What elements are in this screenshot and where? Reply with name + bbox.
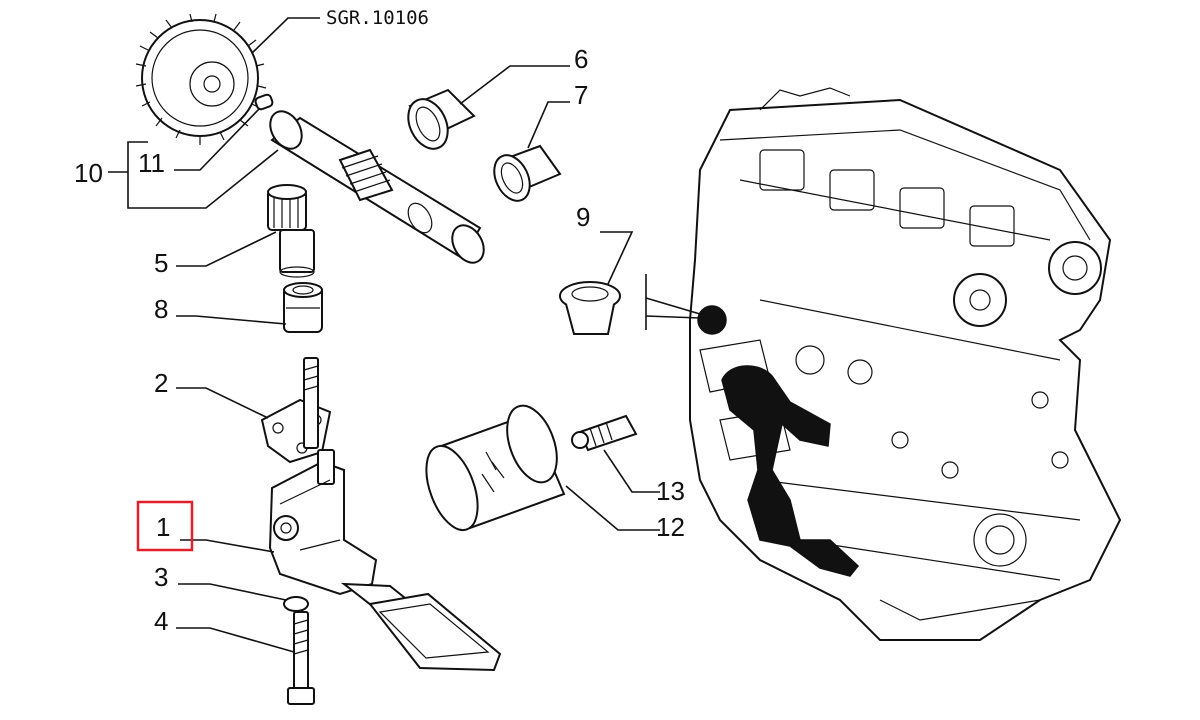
bearing-shell-7-part — [493, 144, 562, 202]
callout-7: 7 — [574, 80, 588, 110]
callout-13: 13 — [656, 476, 685, 506]
callout-12: 12 — [656, 512, 685, 542]
leader-lines — [108, 65, 701, 653]
callout-2: 2 — [154, 368, 168, 398]
plug-part — [559, 281, 621, 335]
callout-3: 3 — [154, 562, 168, 592]
callout-11: 11 — [138, 148, 165, 178]
highlight-box — [136, 500, 194, 552]
drive-gear-part — [267, 184, 315, 278]
oil-pump-part — [268, 449, 502, 672]
callout-1: 1 — [156, 512, 170, 542]
reference-code: SGR.10106 — [326, 7, 429, 29]
oil-filter-part — [425, 404, 566, 532]
bearing-shell-6-part — [407, 88, 476, 150]
timing-gear-part — [135, 13, 267, 145]
callout-10: 10 — [74, 158, 103, 188]
bolt-part — [287, 611, 315, 705]
engine-block-illustration — [689, 87, 1122, 641]
callout-9: 9 — [576, 202, 590, 232]
gasket-part — [260, 357, 332, 464]
fitting-part — [571, 414, 638, 452]
callout-5: 5 — [154, 248, 168, 278]
callout-6: 6 — [574, 44, 588, 74]
dowel-pin-part — [254, 93, 274, 111]
shaft-part — [269, 110, 485, 264]
bushing-part — [283, 282, 323, 333]
washer-part — [283, 596, 309, 612]
leader-reference — [249, 17, 320, 56]
callout-8: 8 — [154, 294, 168, 324]
callout-4: 4 — [154, 606, 168, 636]
